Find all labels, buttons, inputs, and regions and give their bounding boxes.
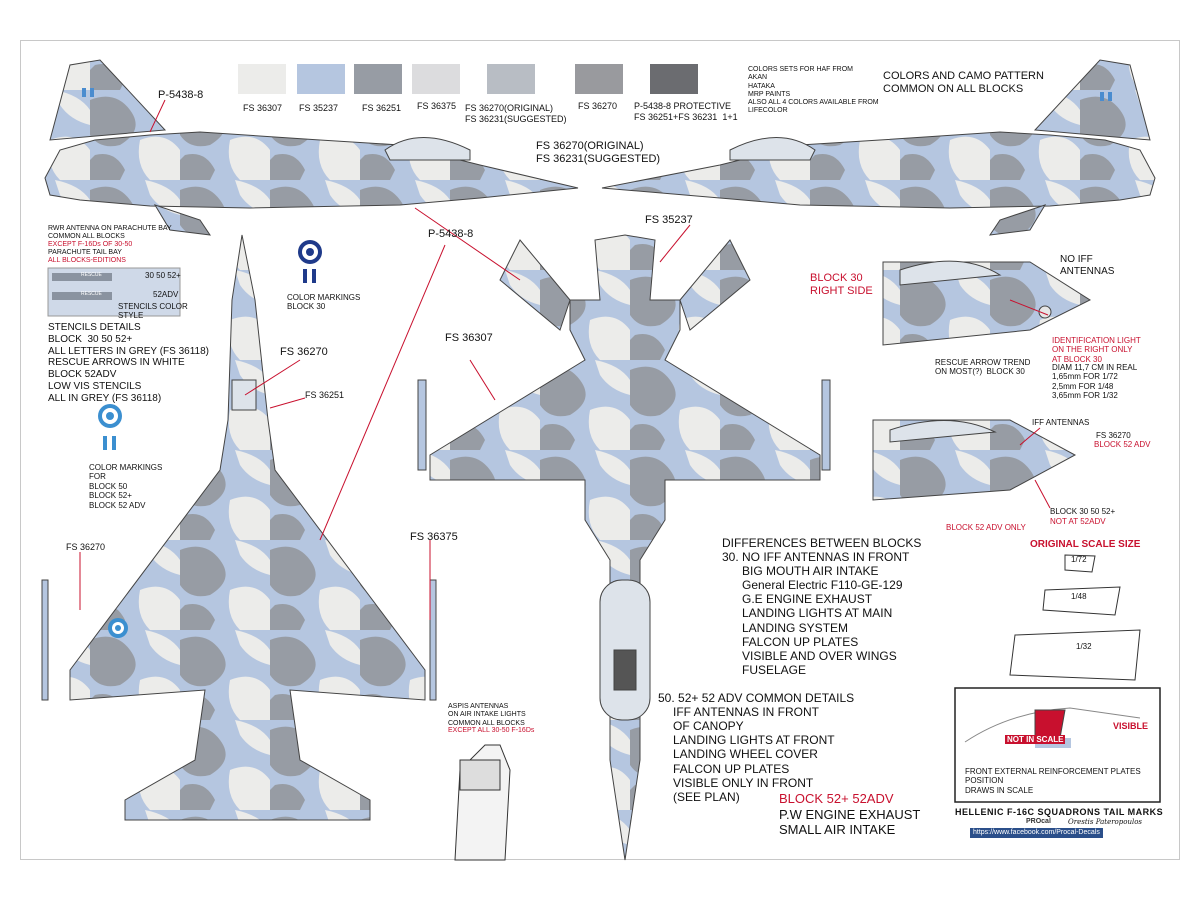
stencil-label: STENCILS COLOR STYLE [118,302,188,321]
stencil-label: 52ADV [153,290,179,299]
diam-note: DIAM 11,7 CM IN REAL 1,65mm FOR 1/72 2,5… [1052,363,1138,401]
differences-title: DIFFERENCES BETWEEN BLOCKS [722,536,922,550]
swatch-protective [650,64,698,94]
facebook-link[interactable]: https://www.facebook.com/Procal-Decals [970,828,1103,839]
swatch-label: FS 36375 [417,101,457,111]
left-profile-view [44,59,579,236]
swatch-fs36375 [412,64,460,94]
scale-1-72: 1/72 [1071,555,1087,564]
block30-nose-detail [882,260,1092,346]
callout-fs36270: FS 36270 [280,346,328,358]
rwr-note-line: EXCEPT F-16Ds OF 30-50 [48,241,133,248]
swatch-label: P-5438-8 PROTECTIVE FS 36251+FS 36231 1+… [634,101,738,122]
callout-p5438-mid: P-5438-8 [428,228,474,240]
right-profile-view [601,59,1156,236]
aspis-except: EXCEPT ALL 30-50 F-16Ds [448,727,535,734]
id-light-note: IDENTIFICATION LIGHT ON THE RIGHT ONLY A… [1052,336,1141,364]
differences-b52-items: P.W ENGINE EXHAUST SMALL AIR INTAKE [779,807,921,838]
scale-title: ORIGINAL SCALE SIZE [1030,539,1141,550]
swatch-label: FS 36270(ORIGINAL) FS 36231(SUGGESTED) [465,103,567,124]
block52-adv-only: BLOCK 52 ADV ONLY [946,523,1026,532]
swatch-fs35237 [297,64,345,94]
color-markings-b50: COLOR MARKINGS FOR BLOCK 50 BLOCK 52+ BL… [89,463,163,510]
bottom-view [417,234,831,861]
camo-common-note: COLORS AND CAMO PATTERN COMMON ON ALL BL… [883,70,1044,95]
rwr-note-line: RWR ANTENNA ON PARACHUTE BAY [48,225,172,232]
brand: PROcal [1026,818,1051,825]
scale-1-32: 1/32 [1076,642,1092,651]
rwr-note-line: COMMON ALL BLOCKS [48,233,125,240]
rescue-trend-note: RESCUE ARROW TREND ON MOST(?) BLOCK 30 [935,358,1031,377]
visible-label: VISIBLE [1113,721,1149,731]
color-sets-note: COLORS SETS FOR HAF FROM AKAN HATAKA MRP… [748,66,879,115]
block52-adv: BLOCK 52 ADV [1094,440,1151,449]
swatch-fs36251 [354,64,402,94]
color-markings-b30: COLOR MARKINGS BLOCK 30 [287,293,361,312]
swatch-fs36307 [238,64,286,94]
callout-fs36251: FS 36251 [305,390,345,400]
iff-antennas-label: IFF ANTENNAS [1032,418,1090,427]
swatch-label: FS 35237 [299,103,339,113]
swatch-label: FS 36307 [243,103,283,113]
reinforcement-note: FRONT EXTERNAL REINFORCEMENT PLATES POSI… [965,767,1141,795]
no-iff-label: NO IFF ANTENNAS [1060,254,1115,277]
leader-lines [79,99,1051,620]
differences-b50: 50. 52+ 52 ADV COMMON DETAILS [658,691,855,705]
swatch-fs36270 [487,64,535,94]
callout-fs36375: FS 36375 [410,531,458,543]
roundel-block50 [98,404,122,450]
block52-fs36270: FS 36270 [1096,431,1131,440]
block30-title: BLOCK 30 RIGHT SIDE [810,272,873,297]
differences-b30: 30. NO IFF ANTENNAS IN FRONT [722,550,910,564]
callout-fs36270-wing: FS 36270 [66,542,106,552]
roundel-block30 [298,240,322,283]
differences-b52-title: BLOCK 52+ 52ADV [779,791,894,806]
decal-sheet [20,40,1180,860]
aspis-detail [454,744,511,861]
callout-p5438: P-5438-8 [158,89,204,101]
differences-b50-items: IFF ANTENNAS IN FRONT OF CANOPY LANDING … [673,705,835,804]
sheet-title: HELLENIC F-16C SQUADRONS TAIL MARKS [955,807,1164,817]
author: Orestis Pateropoulos [1068,818,1143,826]
differences-b30-items: BIG MOUTH AIR INTAKE General Electric F1… [742,564,903,678]
rwr-note-line: ALL BLOCKS-EDITIONS [48,257,126,264]
not-in-scale-label: NOT IN SCALE [1005,735,1066,745]
callout-fs36307: FS 36307 [445,332,493,344]
stencil-rescue-word: RESCUE [81,272,102,278]
scale-1-48: 1/48 [1071,592,1087,601]
block52-nose-detail [872,419,1077,501]
callout-fs35237: FS 35237 [645,214,693,226]
not-52adv-label: NOT AT 52ADV [1050,517,1106,526]
block30-50-label: BLOCK 30 50 52+ [1050,507,1116,516]
swatch-fs36270b [575,64,623,94]
swatch-label: FS 36251 [362,103,402,113]
aspis-note: ASPIS ANTENNAS ON AIR INTAKE LIGHTS COMM… [448,703,526,727]
stencils-details: STENCILS DETAILS BLOCK 30 50 52+ ALL LET… [48,322,209,404]
callout-fs36270-nose: FS 36270(ORIGINAL) FS 36231(SUGGESTED) [536,140,661,165]
stencil-label: 30 50 52+ [145,271,181,280]
top-view [41,234,437,821]
swatch-label: FS 36270 [578,101,618,111]
scale-canopies [1009,554,1141,681]
roundel-wing [108,618,128,638]
rwr-note-line: PARACHUTE TAIL BAY [48,249,122,256]
stencil-rescue-word: RESCUE [81,291,102,297]
